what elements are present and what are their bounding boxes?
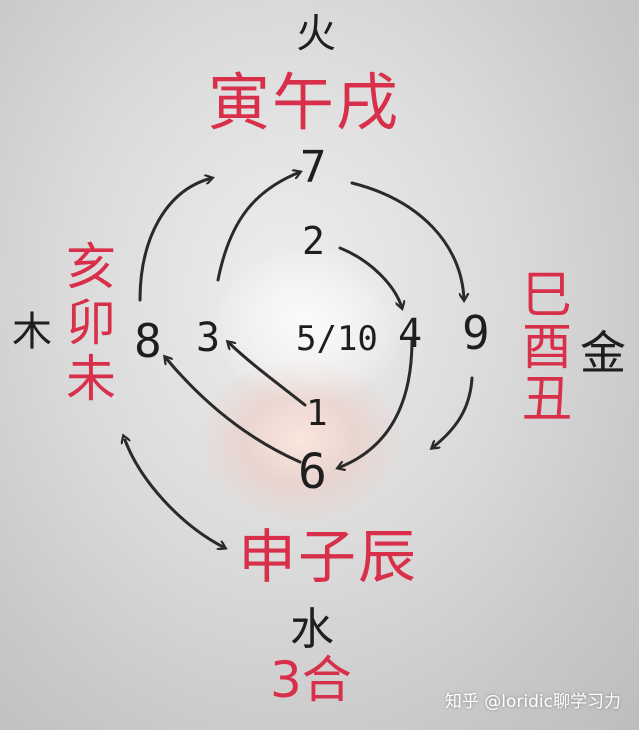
arrow-2-to-4 [338,246,402,308]
number-2: 2 [302,219,325,263]
arrow-3-to-7 [216,172,300,282]
light-glare-center [215,250,405,400]
number-4: 4 [398,311,423,357]
arrow-7-to-9 [350,181,464,300]
south-branches: 寅午戌 [208,66,401,139]
arrow-1-to-3 [228,342,307,407]
number-6: 6 [298,444,327,500]
arrow-double [125,440,225,548]
west-branches: 亥卯未 [58,240,116,408]
arrow-4-to-6 [338,338,414,468]
water-char: 水 [290,604,334,655]
wood-char: 木 [12,309,52,355]
watermark: 知乎 @loridic聊学习力 [444,692,621,712]
east-branches: 巳酉丑 [514,268,572,424]
arrow-8-up [138,178,212,302]
number-9: 9 [462,306,490,360]
three-harmony-note: 3合 [270,651,352,709]
arrow-9-down [432,376,474,448]
number-1: 1 [306,393,328,434]
metal-char: 金 [580,326,626,380]
number-5-10: 5/10 [296,319,378,359]
number-3: 3 [196,315,221,361]
number-8: 8 [134,314,162,368]
north-branches: 申子辰 [238,523,419,591]
arrow-6-to-8 [165,357,302,464]
number-7: 7 [300,142,327,193]
fire-char: 火 [296,11,336,57]
